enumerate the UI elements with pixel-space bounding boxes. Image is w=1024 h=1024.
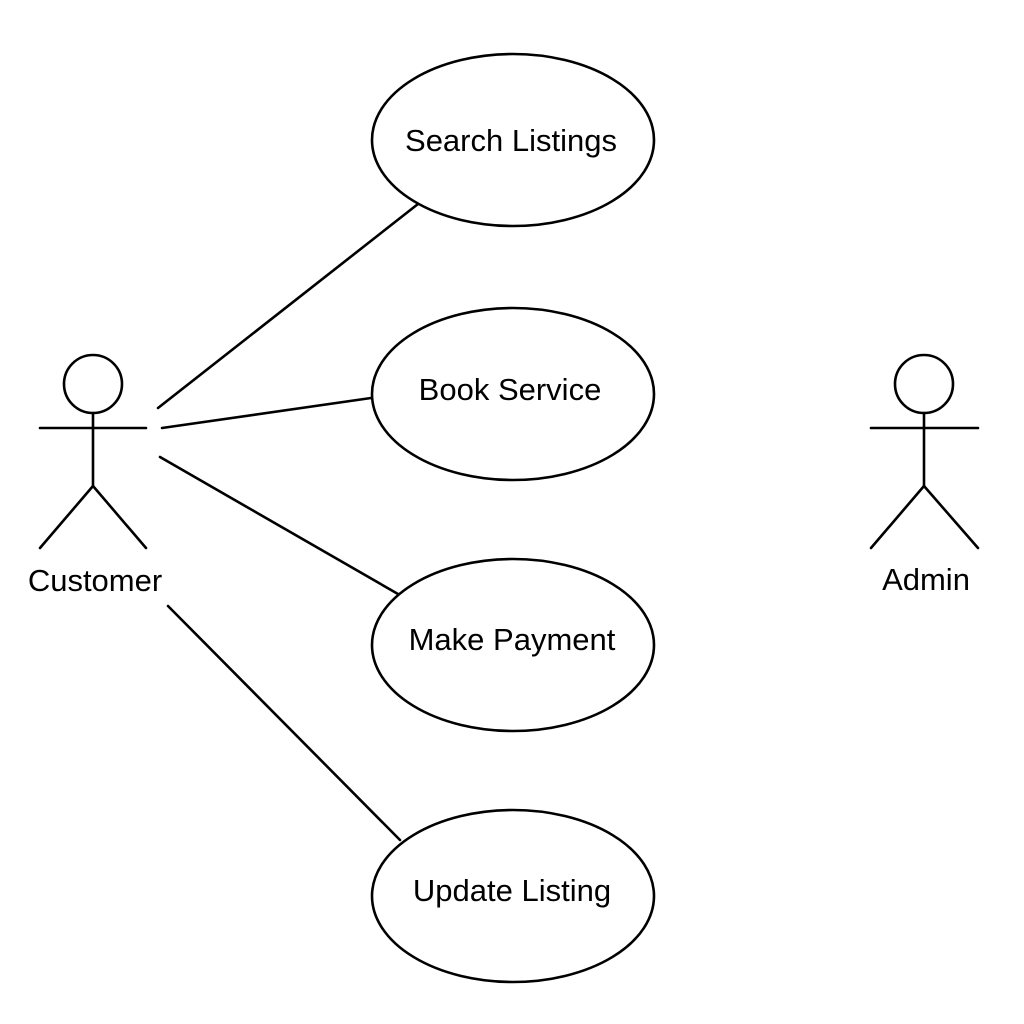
actor-admin[interactable]: Admin (869, 353, 980, 597)
actor-customer-right-leg (91, 484, 148, 550)
actor-admin-right-leg (922, 484, 980, 550)
actor-admin-left-leg (869, 484, 926, 550)
use-case-update-listing[interactable]: Update Listing (370, 808, 656, 984)
associations (156, 202, 420, 842)
actor-customer-label: Customer (28, 563, 162, 598)
association-customer-search (156, 202, 420, 410)
use-case-book-service-label: Book Service (419, 372, 602, 407)
use-case-book-service[interactable]: Book Service (370, 306, 656, 482)
actor-customer[interactable]: Customer (28, 353, 162, 598)
association-customer-update (166, 604, 402, 842)
association-customer-payment (158, 455, 400, 596)
use-case-search-listings-ellipse (370, 52, 656, 228)
use-case-make-payment-label: Make Payment (409, 622, 616, 657)
actor-admin-label: Admin (882, 562, 970, 597)
actor-customer-head (62, 353, 124, 415)
association-customer-book (160, 396, 373, 430)
use-case-search-listings[interactable]: Search Listings (370, 52, 656, 228)
use-case-make-payment[interactable]: Make Payment (370, 557, 656, 733)
use-case-make-payment-ellipse (370, 557, 656, 733)
use-case-search-listings-label: Search Listings (405, 123, 617, 158)
use-case-update-listing-label: Update Listing (413, 873, 611, 908)
actor-admin-head (893, 353, 955, 415)
use-case-book-service-ellipse (370, 306, 656, 482)
actor-customer-left-leg (38, 484, 95, 550)
use-case-update-listing-ellipse (370, 808, 656, 984)
